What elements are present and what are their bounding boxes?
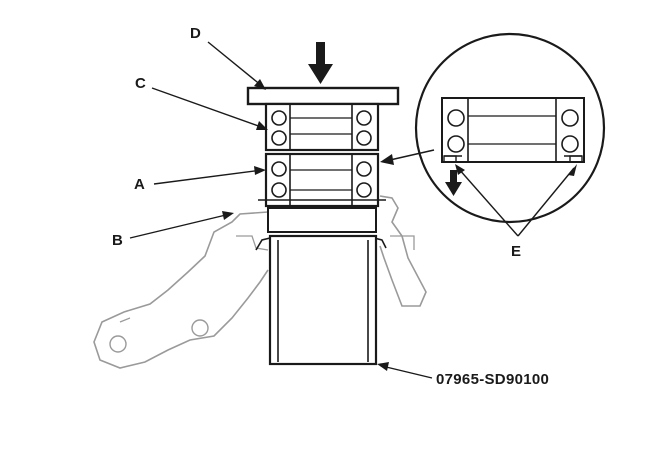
leader-d <box>207 41 266 90</box>
bearing-c <box>264 102 380 152</box>
leader-c <box>151 87 268 130</box>
bearing-a <box>258 152 386 208</box>
detail-inset <box>414 32 606 224</box>
leader-e <box>455 164 577 237</box>
inset-pointer-arrow <box>380 149 435 165</box>
driver-plate-d <box>246 86 400 106</box>
press-down-arrow-icon <box>308 42 333 84</box>
knuckle-bore <box>267 207 377 233</box>
leader-a <box>153 166 266 185</box>
tool-part-number: 07965-SD90100 <box>436 371 549 388</box>
callout-d: D <box>190 25 201 42</box>
callout-c: C <box>135 75 146 92</box>
detail-down-arrow-icon <box>445 170 462 196</box>
callout-e: E <box>511 243 521 260</box>
callout-a: A <box>134 176 145 193</box>
leader-b <box>129 211 234 239</box>
leader-tool <box>377 362 433 379</box>
callout-b: B <box>112 232 123 249</box>
seal-right <box>569 155 583 163</box>
seal-left <box>443 155 457 163</box>
support-base-tool <box>255 234 387 366</box>
steering-knuckle <box>93 195 427 369</box>
